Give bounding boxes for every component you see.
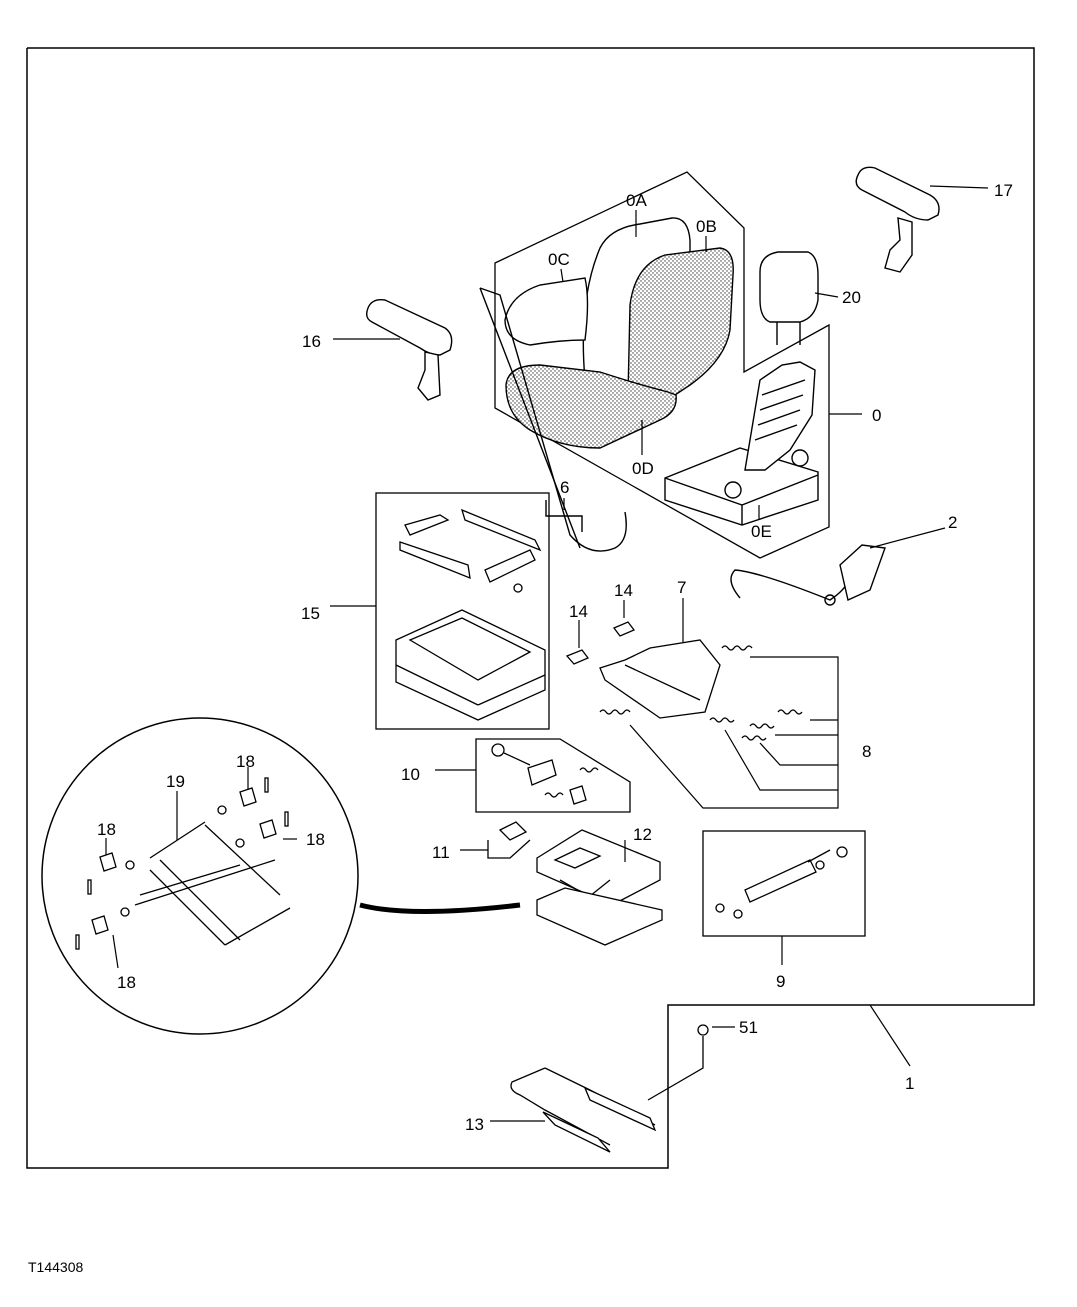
callout-18-right: 18 <box>306 830 325 849</box>
callout-1: 1 <box>905 1074 914 1093</box>
leaders-8 <box>629 656 839 809</box>
callout-11: 11 <box>432 843 450 862</box>
slide-rails <box>399 508 542 593</box>
pad-14 <box>565 621 636 665</box>
back-cushion-shaded <box>627 247 734 407</box>
callout-14-lower: 14 <box>569 602 588 621</box>
figure-id: T144308 <box>28 1259 84 1275</box>
callout-9: 9 <box>776 972 785 991</box>
springs <box>599 645 803 741</box>
callout-13: 13 <box>465 1115 484 1134</box>
kit-9-box <box>702 830 866 937</box>
callout-18-left: 18 <box>97 820 116 839</box>
callout-12: 12 <box>633 825 652 844</box>
callout-20: 20 <box>842 288 861 307</box>
callouts: 0A 0B 0C 0D 0E 0 20 17 16 6 2 15 14 14 7… <box>97 181 1013 1134</box>
callout-0B: 0B <box>696 217 717 236</box>
callout-2: 2 <box>948 513 957 532</box>
callout-10: 10 <box>401 765 420 784</box>
callout-7: 7 <box>677 578 686 597</box>
suspension-12 <box>536 829 663 946</box>
callout-0A: 0A <box>626 191 647 210</box>
scissor-linkage <box>120 805 291 946</box>
adjustment-handle <box>510 1024 709 1153</box>
callout-0E: 0E <box>751 522 772 541</box>
armrest-left <box>365 298 453 401</box>
assembly-boundary <box>26 47 1035 1169</box>
kit-10-parts <box>491 743 599 805</box>
cable-with-handle <box>730 544 886 606</box>
clip-11 <box>487 821 531 859</box>
callout-16: 16 <box>302 332 321 351</box>
headrest <box>759 251 819 345</box>
callout-19: 19 <box>166 772 185 791</box>
callout-0: 0 <box>872 406 881 425</box>
seat-cushion-shaded <box>505 364 677 449</box>
callout-0D: 0D <box>632 459 654 478</box>
armrest-right <box>855 166 940 273</box>
seat-cushion-cover <box>504 277 589 346</box>
adjustment-cable <box>479 287 627 552</box>
bushings-18 <box>75 777 289 950</box>
callout-18-bottom: 18 <box>117 973 136 992</box>
leader-lines <box>105 185 989 1122</box>
callout-17: 17 <box>994 181 1013 200</box>
seat-frame <box>664 361 819 526</box>
detail-circle <box>41 717 359 1035</box>
callout-15: 15 <box>301 604 320 623</box>
shock-absorber <box>715 846 848 919</box>
callout-14-upper: 14 <box>614 581 633 600</box>
callout-6: 6 <box>560 478 569 497</box>
callout-8: 8 <box>862 742 871 761</box>
callout-18-top: 18 <box>236 752 255 771</box>
kit-15-box <box>375 492 550 730</box>
bracket-assembly <box>599 639 721 719</box>
detail-connector <box>359 902 521 914</box>
seat-pan-frame <box>395 609 546 721</box>
callout-51: 51 <box>739 1018 758 1037</box>
kit-10-box <box>475 738 631 813</box>
callout-0C: 0C <box>548 250 570 269</box>
seat-group-boundary <box>494 171 830 559</box>
